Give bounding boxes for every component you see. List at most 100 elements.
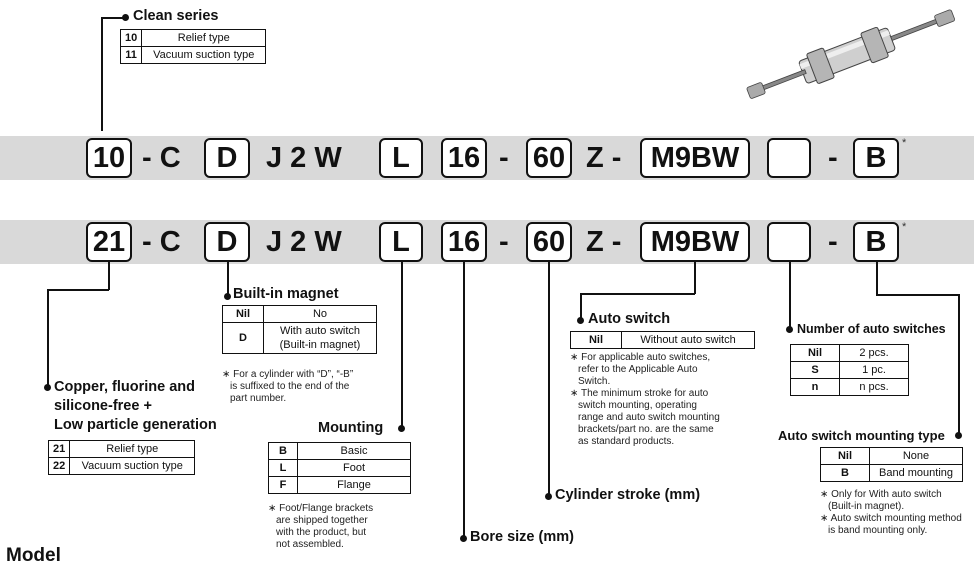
auto-switch-leader — [694, 262, 696, 294]
magnet-note: ∗ For a cylinder with “D”, “-B” is suffi… — [222, 369, 392, 405]
auto-switch-leader — [580, 293, 582, 320]
auto-switch-leader — [580, 293, 695, 295]
note-line: refer to the Applicable Auto — [570, 364, 750, 376]
table-cell-label: Flange — [298, 477, 411, 494]
code-symbol: - C — [142, 222, 181, 262]
table-cell-code: B — [269, 443, 298, 460]
code-symbol: J 2 W — [266, 138, 342, 178]
note-line: ∗ Foot/Flange brackets — [268, 503, 408, 515]
code-symbol: Z - — [586, 222, 621, 262]
table-cell-code: F — [269, 477, 298, 494]
code-symbol: Z - — [586, 138, 621, 178]
table-cell-code: B — [821, 465, 870, 482]
table-cell-label: Without auto switch — [622, 332, 755, 349]
table-cell-code: 10 — [121, 30, 142, 47]
code-box-mounting: L — [379, 138, 423, 178]
code-box-bore: 16 — [441, 222, 487, 262]
code-box-bore: 16 — [441, 138, 487, 178]
magnet-dot — [224, 293, 231, 300]
note-line: switch mounting, operating — [570, 400, 750, 412]
note-line: ∗ Auto switch mounting method — [820, 513, 974, 525]
num-switches-dot — [786, 326, 793, 333]
mounting-type-table: Nil None B Band mounting — [820, 447, 963, 482]
copper-free-title-line: Low particle generation — [54, 416, 217, 435]
table-cell-label: Relief type — [70, 441, 195, 458]
code-symbol: - — [828, 222, 838, 262]
code-box-auto-switch: M9BW — [640, 138, 750, 178]
code-box-switch-count — [767, 138, 811, 178]
mounting-leader — [401, 262, 403, 429]
note-line: are shipped together — [268, 515, 408, 527]
num-switches-leader — [789, 262, 791, 330]
table-cell-code: 21 — [49, 441, 70, 458]
asterisk-mark: * — [902, 221, 906, 233]
code-symbol: - — [499, 138, 509, 178]
code-symbol: - C — [142, 138, 181, 178]
table-cell-code: Nil — [571, 332, 622, 349]
num-switches-table: Nil 2 pcs. S 1 pc. n n pcs. — [790, 344, 909, 396]
auto-switch-note: ∗ For applicable auto switches, refer to… — [570, 352, 750, 448]
table-cell-label: Vacuum suction type — [142, 47, 266, 64]
mounting-type-dot — [955, 432, 962, 439]
table-cell-label: Basic — [298, 443, 411, 460]
note-line: range and auto switch mounting — [570, 412, 750, 424]
mounting-type-leader — [876, 262, 878, 295]
table-cell-label: No — [264, 306, 377, 323]
code-box-auto-switch: M9BW — [640, 222, 750, 262]
code-box-mounting-type: B — [853, 138, 899, 178]
code-symbol: - — [499, 222, 509, 262]
note-line: not assembled. — [268, 539, 408, 551]
table-cell-line: With auto switch — [268, 324, 372, 338]
table-cell-code: Nil — [791, 345, 840, 362]
code-symbol: - — [828, 138, 838, 178]
copper-free-leader — [47, 289, 109, 291]
table-cell-code: Nil — [223, 306, 264, 323]
magnet-leader — [227, 262, 229, 296]
note-line: with the product, but — [268, 527, 408, 539]
table-cell-code: 22 — [49, 458, 70, 475]
code-box-series: 10 — [86, 138, 132, 178]
table-cell-label: Relief type — [142, 30, 266, 47]
clean-series-title: Clean series — [133, 8, 218, 24]
copper-free-title: Copper, fluorine and silicone-free + Low… — [54, 378, 217, 435]
num-switches-title: Number of auto switches — [797, 322, 946, 336]
mounting-type-note: ∗ Only for With auto switch (Built-in ma… — [820, 489, 974, 537]
note-line: is suffixed to the end of the — [222, 381, 392, 393]
stroke-title: Cylinder stroke (mm) — [555, 487, 700, 503]
note-line: is band mounting only. — [820, 525, 974, 537]
model-heading: Model — [6, 545, 61, 567]
clean-series-table: 10 Relief type 11 Vacuum suction type — [120, 29, 266, 64]
note-line: ∗ For a cylinder with “D”, “-B” — [222, 369, 392, 381]
code-box-mounting: L — [379, 222, 423, 262]
auto-switch-dot — [577, 317, 584, 324]
mounting-dot — [398, 425, 405, 432]
mounting-note: ∗ Foot/Flange brackets are shipped toget… — [268, 503, 408, 551]
mounting-type-leader — [876, 294, 959, 296]
note-line: Switch. — [570, 376, 750, 388]
table-cell-line: (Built-in magnet) — [268, 338, 372, 352]
auto-switch-title: Auto switch — [588, 311, 670, 327]
table-cell-code: n — [791, 379, 840, 396]
table-cell-label: 2 pcs. — [840, 345, 909, 362]
code-box-magnet: D — [204, 222, 250, 262]
magnet-table: Nil No D With auto switch (Built-in magn… — [222, 305, 377, 354]
copper-free-title-line: Copper, fluorine and — [54, 378, 217, 397]
table-cell-code: D — [223, 323, 264, 354]
clean-series-leader-h — [101, 17, 125, 19]
note-line: ∗ For applicable auto switches, — [570, 352, 750, 364]
note-line: as standard products. — [570, 436, 750, 448]
table-cell-code: L — [269, 460, 298, 477]
table-cell-label: With auto switch (Built-in magnet) — [264, 323, 377, 354]
table-cell-label: Foot — [298, 460, 411, 477]
copper-free-table: 21 Relief type 22 Vacuum suction type — [48, 440, 195, 475]
note-line: ∗ The minimum stroke for auto — [570, 388, 750, 400]
table-cell-code: S — [791, 362, 840, 379]
mounting-title: Mounting — [318, 420, 383, 436]
copper-free-leader — [108, 262, 110, 290]
mounting-type-title: Auto switch mounting type — [778, 428, 945, 443]
magnet-title: Built-in magnet — [233, 286, 339, 302]
code-box-series: 21 — [86, 222, 132, 262]
bore-leader — [463, 262, 465, 538]
bore-title: Bore size (mm) — [470, 529, 574, 545]
code-box-mounting-type: B — [853, 222, 899, 262]
